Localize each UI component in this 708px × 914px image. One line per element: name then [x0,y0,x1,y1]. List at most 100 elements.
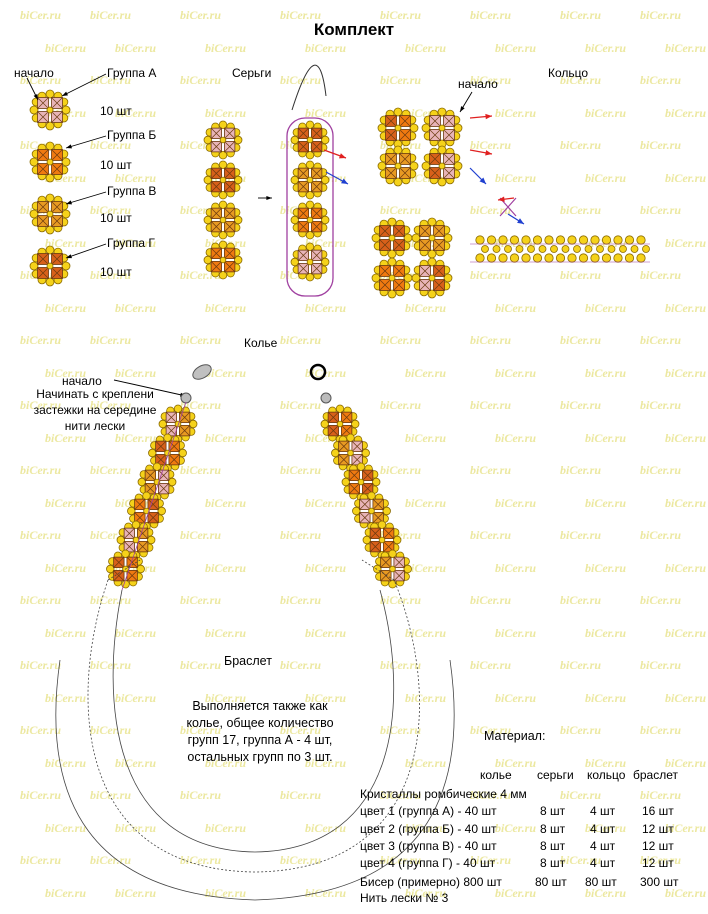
seed-bead [388,218,396,226]
seed-bead [62,158,70,166]
seed-bead [307,259,313,265]
seed-bead [321,216,329,224]
seed-bead [117,536,125,544]
seed-bead [219,241,227,249]
seed-bead [404,274,412,282]
group-a-count: 10 шт [100,104,132,118]
seed-bead [307,217,313,223]
seed-bead [533,236,541,244]
seed-bead [410,162,418,170]
seed-bead [220,257,226,263]
clasp-lobster [190,362,213,382]
seed-bead [388,258,396,266]
seed-bead [306,201,314,209]
material-row-value: 16 шт [642,803,674,819]
necklace-clasp-note: Начинать с креплени застежки на середине… [10,386,180,434]
seed-bead [516,246,523,253]
seed-bead [410,124,418,132]
seed-bead [234,176,242,184]
seed-bead [372,234,380,242]
clasp-ring [311,365,325,379]
clasp-bead [181,393,191,403]
seed-bead [379,537,385,543]
seed-bead [637,254,645,262]
seed-bead [46,278,54,286]
seed-bead [234,136,242,144]
seed-bead [362,449,370,457]
seed-bead [204,256,212,264]
seed-bead [389,580,397,588]
seed-bead [219,191,227,199]
clasp-bead [321,393,331,403]
seed-bead [383,507,391,515]
seed-bead [428,290,436,298]
seed-bead [342,478,350,486]
seed-bead [454,124,462,132]
seed-bead [625,254,633,262]
seed-bead [122,550,130,558]
seed-bead [234,256,242,264]
seed-bead [591,254,599,262]
seed-bead [602,236,610,244]
seed-bead [332,449,340,457]
seed-bead-label: Бисер (примерно) 800 шт [360,874,502,890]
seed-bead [321,136,329,144]
seed-bead [389,275,395,281]
bracelet-dotted [108,560,394,580]
seed-bead [306,273,314,281]
seed-bead [476,254,484,262]
seed-bead [306,121,314,129]
seed-bead [389,550,397,558]
pointer-head [66,200,72,204]
seed-bead [46,174,54,182]
seed-bead [568,254,576,262]
seed-bead [597,246,604,253]
group-v-label: Группа В [107,184,156,198]
seed-bead [493,246,500,253]
seed-bead [291,176,299,184]
pointer-line [66,192,106,204]
seed-bead [625,236,633,244]
material-row-label: цвет 4 (группа Г) - 40 шт [360,855,495,871]
seed-bead [444,234,452,242]
seed-bead [47,107,53,113]
seed-bead [164,434,172,442]
seed-bead [337,421,343,427]
seed-bead [137,565,145,573]
seed-bead [46,246,54,254]
seed-bead [608,246,615,253]
seed-bead [204,176,212,184]
seed-bead [551,246,558,253]
seed-bead [204,136,212,144]
seed-bead [291,136,299,144]
seed-bead [347,434,355,442]
seed-bead [158,507,166,515]
seed-bead [30,262,38,270]
material-row-label: цвет 3 (группа В) - 40 шт [360,838,497,854]
seed-bead [220,137,226,143]
seed-bead [499,254,507,262]
seed-bead [372,274,380,282]
seed-bead [487,254,495,262]
seed-bead [369,508,375,514]
group-a-label: Группа А [107,66,156,80]
seed-bead [556,254,564,262]
bracelet-note-line: групп 17, группа А - 4 шт, [160,732,360,749]
seed-bead [306,231,314,239]
seed-bead [321,258,329,266]
seed-bead [220,217,226,223]
seed-bead [62,210,70,218]
seed-bead [219,161,227,169]
seed-bead [138,478,146,486]
seed-bead [306,243,314,251]
seed-bead [378,124,386,132]
seed-bead [46,90,54,98]
seed-bead [47,263,53,269]
material-row-value: 4 шт [590,803,615,819]
seed-bead [602,254,610,262]
earrings-label: Серьги [232,66,271,80]
seed-bead [522,236,530,244]
seed-bead [30,210,38,218]
seed-bead [358,479,364,485]
